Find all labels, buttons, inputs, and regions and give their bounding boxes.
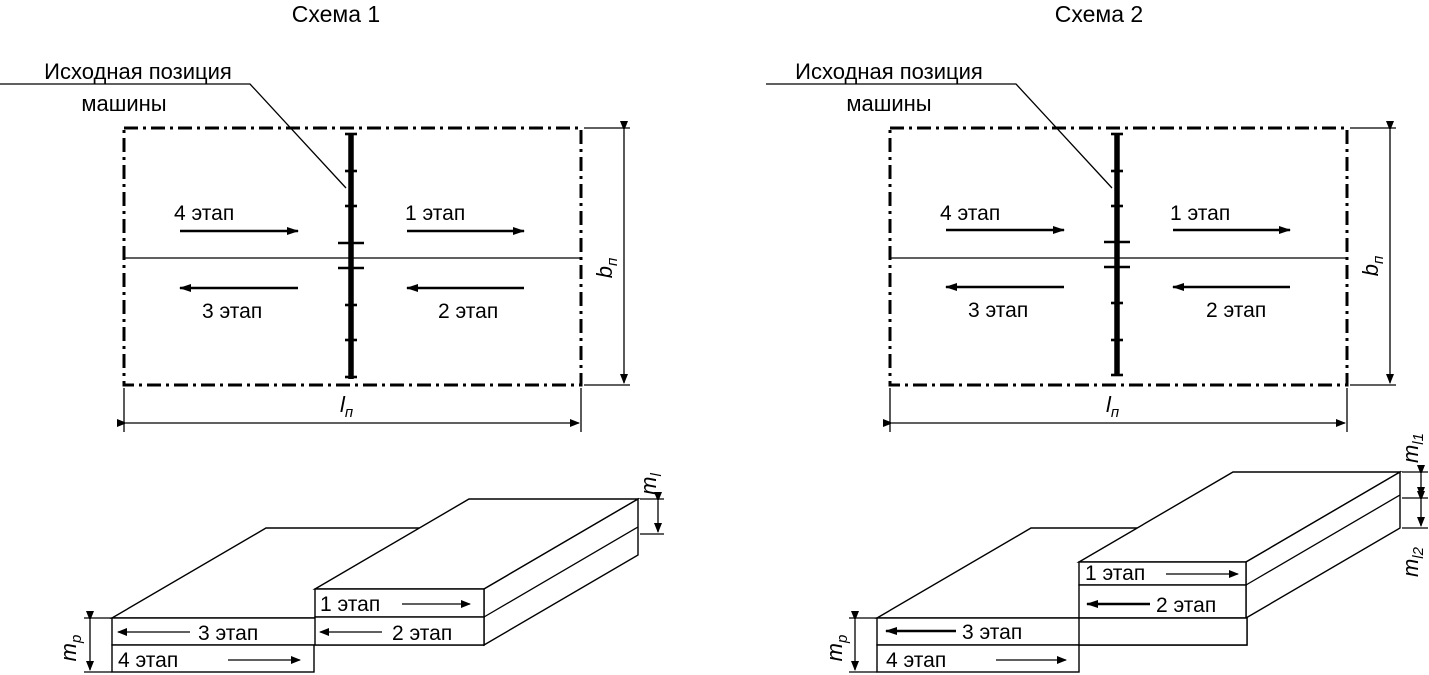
row-1-face xyxy=(314,588,485,618)
scheme-2-section: 1 этап 2 этап 3 этап 4 этап mp ml1 xyxy=(822,433,1428,673)
plan-step-2: 2 этап xyxy=(1206,299,1266,322)
plan-step-3: 3 этап xyxy=(202,300,262,323)
origin-label-line1: Исходная позиция xyxy=(44,59,232,84)
dim-width-label: bп xyxy=(592,258,621,279)
row-4-label: 4 этап xyxy=(886,649,946,672)
dim-mp-label: mp xyxy=(822,635,851,662)
plan-step-4: 4 этап xyxy=(174,202,234,225)
plan-step-1: 1 этап xyxy=(405,202,465,225)
row-4-face xyxy=(876,644,1080,673)
scheme-2-title: Схема 2 xyxy=(1055,1,1143,27)
upper-block-side-mid xyxy=(483,526,639,618)
dim-length: lп xyxy=(883,388,1348,432)
dim-length-label: lп xyxy=(1106,392,1119,421)
dim-width-label: bп xyxy=(1358,256,1387,277)
row-2-face xyxy=(1078,584,1247,619)
scheme-1-title: Схема 1 xyxy=(292,1,380,27)
row-3-label: 3 этап xyxy=(198,622,258,645)
row-1-label: 1 этап xyxy=(320,593,380,616)
row-3-label: 3 этап xyxy=(962,621,1022,644)
dim-ml1-label: ml1 xyxy=(1398,433,1427,463)
scheme-2-origin-label: Исходная позиция машины xyxy=(766,59,1113,189)
plan-step-4: 4 этап xyxy=(940,202,1000,225)
dim-mp: mp xyxy=(56,611,112,673)
machine-axle xyxy=(338,132,364,379)
row-1-label: 1 этап xyxy=(1085,562,1145,585)
row-2-label: 2 этап xyxy=(392,622,452,645)
row-3-right-face xyxy=(1078,617,1248,646)
scheme-1: Схема 1 Исходная позиция машины xyxy=(0,1,665,673)
origin-label-line2: машины xyxy=(846,91,931,116)
row-4-label: 4 этап xyxy=(118,649,178,672)
upper-block-side-mid xyxy=(1245,494,1401,586)
row-2-label: 2 этап xyxy=(1156,594,1216,617)
scheme-2: Схема 2 Исходная позиция машины 4 этап xyxy=(766,1,1428,673)
dim-ml2: ml2 xyxy=(1398,491,1428,577)
plan-boundary xyxy=(888,126,1349,387)
scheme-1-section: 1 этап 2 этап 3 этап 4 этап mp ml xyxy=(56,473,665,673)
scheme-1-plan: 4 этап 1 этап 3 этап 2 этап bп lп xyxy=(117,121,630,432)
dim-ml-label: ml xyxy=(636,473,665,495)
origin-leader-line xyxy=(0,83,347,189)
machine-axle xyxy=(1104,132,1130,377)
origin-leader-line xyxy=(766,83,1113,189)
dim-length-label: lп xyxy=(340,392,353,421)
plan-step-3: 3 этап xyxy=(968,299,1028,322)
row-2-face xyxy=(314,616,485,646)
dim-ml2-label: ml2 xyxy=(1398,546,1427,577)
dim-ml: ml xyxy=(636,473,665,535)
plan-step-2: 2 этап xyxy=(438,300,498,323)
dim-width: bп xyxy=(1350,121,1396,386)
dim-length: lп xyxy=(117,388,582,432)
origin-label-line1: Исходная позиция xyxy=(795,59,983,84)
plan-boundary xyxy=(122,126,583,387)
dim-ml1: ml1 xyxy=(1398,433,1428,499)
origin-label-line2: машины xyxy=(81,91,166,116)
scheme-2-plan: 4 этап 1 этап 3 этап 2 этап bп lп xyxy=(883,121,1396,432)
row-4-face xyxy=(111,644,315,673)
scheme-1-origin-label: Исходная позиция машины xyxy=(0,59,347,189)
dim-mp: mp xyxy=(822,611,877,673)
dim-width: bп xyxy=(584,121,630,386)
dim-mp-label: mp xyxy=(56,635,85,662)
plan-step-1: 1 этап xyxy=(1170,202,1230,225)
